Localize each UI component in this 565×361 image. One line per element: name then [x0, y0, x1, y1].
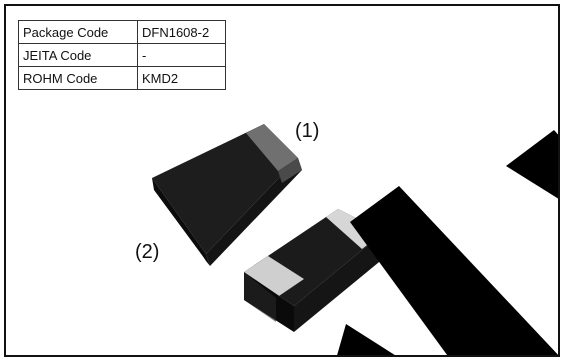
rohm-code-value: KMD2 — [137, 66, 226, 90]
watermark — [337, 130, 558, 355]
package-code-value: DFN1608-2 — [137, 20, 226, 44]
pin2-label: (2) — [135, 241, 160, 263]
package-info-table: Package Code DFN1608-2 JEITA Code - ROHM… — [18, 20, 226, 90]
component-bottom-view — [244, 209, 384, 332]
pin-terminal-left — [244, 256, 304, 298]
pin1-terminal — [246, 124, 298, 171]
table-row: ROHM Code KMD2 — [18, 66, 226, 90]
jeita-code-value: - — [137, 43, 226, 67]
table-row: Package Code DFN1608-2 — [18, 20, 226, 44]
pin1-label: (1) — [295, 120, 320, 142]
component-top-view — [152, 124, 302, 266]
datasheet-figure-frame: Package Code DFN1608-2 JEITA Code - ROHM… — [4, 4, 560, 357]
rohm-code-label: ROHM Code — [18, 66, 138, 90]
package-code-label: Package Code — [18, 20, 138, 44]
package-illustration — [152, 124, 558, 355]
